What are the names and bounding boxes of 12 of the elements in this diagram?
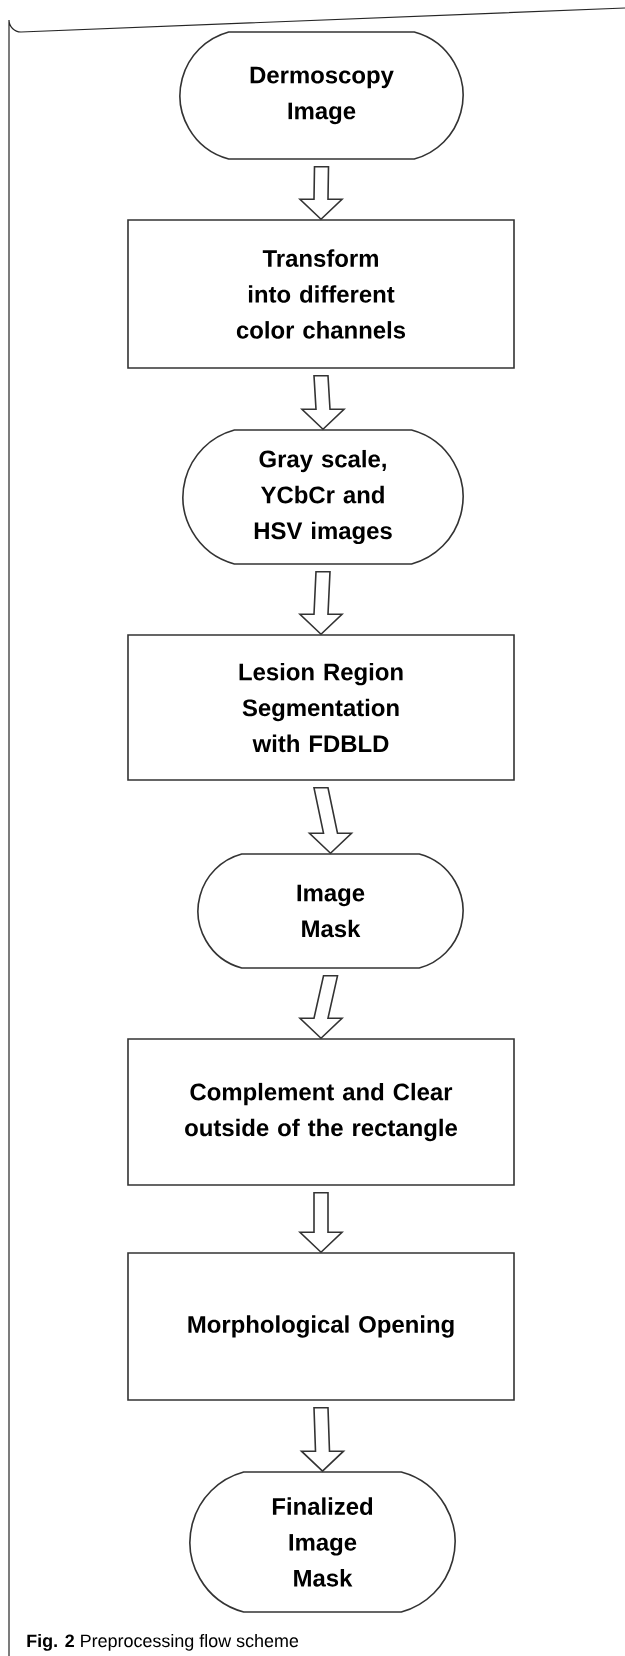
block-arrow <box>300 375 346 431</box>
block-arrow <box>298 571 344 636</box>
figure-caption: Fig. 2 Preprocessing flow scheme <box>27 1634 299 1651</box>
block-arrow <box>299 1407 346 1473</box>
block-arrow <box>298 166 344 221</box>
process-box: Complement and Clear outside of the rectangle <box>127 1038 515 1186</box>
process-box: Transform into different color channels <box>127 219 515 369</box>
process-box: Lesion Region Segmentation with FDBLD <box>127 634 515 781</box>
block-arrow <box>298 975 344 1040</box>
block-arrow <box>307 787 354 855</box>
process-box: Morphological Opening <box>127 1252 515 1401</box>
block-arrow <box>298 1192 344 1254</box>
